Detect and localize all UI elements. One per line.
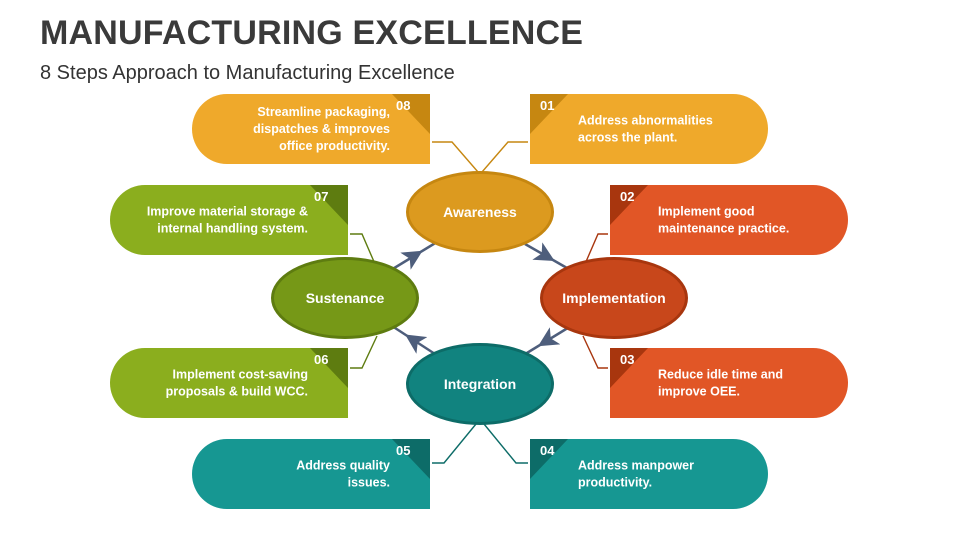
hub-ellipse-border [406, 343, 554, 425]
step-description-line: Implement good [658, 205, 755, 219]
step-description-line: issues. [348, 476, 390, 490]
hub-ellipse-highlight [274, 260, 416, 336]
step-number: 03 [620, 352, 634, 367]
hub-awareness: Awareness [406, 171, 554, 253]
step-box-shape [192, 94, 430, 164]
step-box-shape [610, 185, 848, 255]
step-number: 08 [396, 98, 410, 113]
arrow-sustenance-to-awareness [413, 240, 438, 258]
step-description-line: Streamline packaging, [257, 105, 390, 119]
step-description-line: productivity. [578, 476, 652, 490]
step-08-box: 08 Streamline packaging, dispatches & impr… [192, 94, 430, 164]
hub-implementation: Implementation [540, 257, 688, 339]
step-number: 05 [396, 443, 410, 458]
step-number-tab [392, 94, 430, 134]
step-03-connector [582, 335, 608, 369]
hub-ellipse-border [406, 171, 554, 253]
step-description-line: Improve material storage & [147, 205, 308, 219]
step-number: 04 [540, 443, 555, 458]
step-description-line: Address quality [296, 459, 390, 473]
step-number-tab [530, 94, 568, 134]
hub-sustenance: Sustenance [271, 257, 419, 339]
step-number: 02 [620, 189, 634, 204]
step-number-tab [310, 185, 348, 225]
step-01-connector [481, 141, 528, 173]
hub-ellipse-highlight [543, 260, 685, 336]
step-number-tab [610, 348, 648, 388]
step-02-connector [584, 233, 608, 265]
step-description-line: dispatches & improves [253, 122, 390, 136]
step-box-shape [110, 348, 348, 418]
step-description-line: office productivity. [279, 139, 390, 153]
hub-ellipse-highlight [409, 174, 551, 250]
step-box-shape [110, 185, 348, 255]
hub-ellipse-border [271, 257, 419, 339]
step-box-shape [530, 94, 768, 164]
step-description-line: across the plant. [578, 131, 677, 145]
step-05-connector [432, 423, 477, 464]
step-04-connector [483, 423, 528, 464]
step-number: 06 [314, 352, 328, 367]
step-description-line: internal handling system. [157, 222, 308, 236]
step-number: 07 [314, 189, 328, 204]
hub-label: Awareness [443, 204, 517, 220]
step-number-tab [392, 439, 430, 479]
step-description-line: Reduce idle time and [658, 368, 783, 382]
hub-label: Integration [444, 376, 516, 392]
arrow-integration-to-sustenance [391, 324, 415, 342]
step-07-connector [350, 233, 376, 265]
page-subtitle: 8 Steps Approach to Manufacturing Excell… [40, 62, 455, 84]
hub-ellipse-highlight [409, 346, 551, 422]
step-box-shape [530, 439, 768, 509]
page-title: MANUFACTURING EXCELLENCE [40, 14, 584, 52]
step-number-tab [530, 439, 568, 479]
arrow-awareness-to-implementation-head [524, 242, 555, 261]
step-number: 01 [540, 98, 554, 113]
step-description-line: maintenance practice. [658, 222, 789, 236]
step-box-shape [610, 348, 848, 418]
step-description-line: Address manpower [578, 459, 694, 473]
step-06-connector [350, 335, 378, 369]
step-description-line: Implement cost-saving [173, 368, 308, 382]
step-description-line: proposals & build WCC. [166, 385, 308, 399]
hub-ellipse-border [540, 257, 688, 339]
arrow-integration-to-sustenance-head [405, 334, 436, 356]
arrow-awareness-to-implementation [545, 254, 568, 270]
step-description-line: improve OEE. [658, 385, 740, 399]
hub-label: Sustenance [306, 290, 385, 306]
hub-integration: Integration [406, 343, 554, 425]
step-number-tab [610, 185, 648, 225]
step-08-connector [432, 141, 479, 173]
step-box-shape [192, 439, 430, 509]
hub-label: Implementation [562, 290, 665, 306]
step-description-line: Address abnormalities [578, 114, 713, 128]
step-number-tab [310, 348, 348, 388]
